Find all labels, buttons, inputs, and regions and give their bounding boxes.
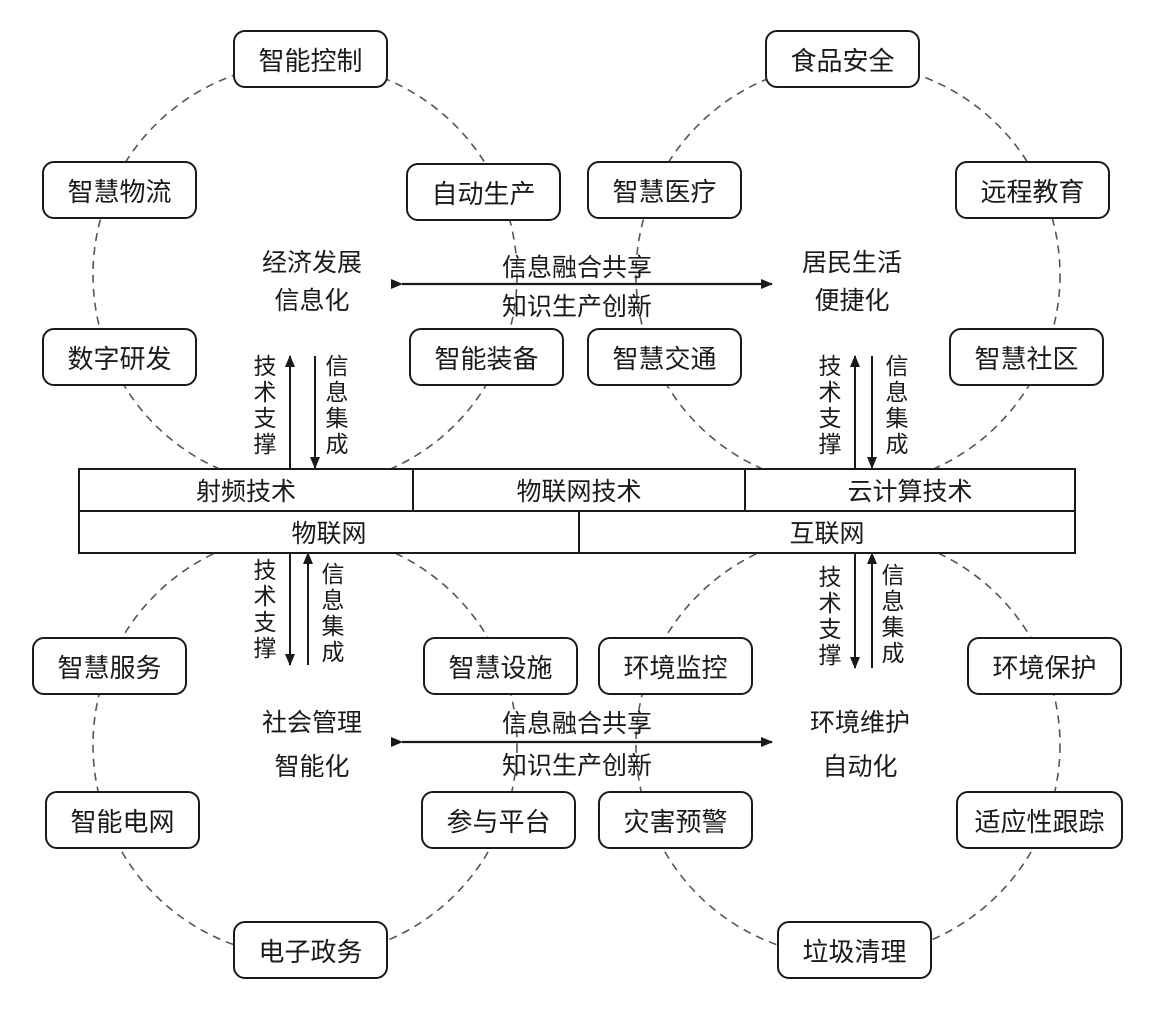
- node-box: 灾害预警: [598, 791, 753, 849]
- integration-label: 信息集成: [881, 563, 905, 667]
- network-cell: 物联网: [291, 519, 367, 548]
- node-box: 环境监控: [598, 637, 753, 695]
- flow-label-top-lower: 知识生产创新: [501, 292, 652, 321]
- node-box: 数字研发: [42, 328, 197, 386]
- node-box: 自动生产: [406, 163, 561, 221]
- node-box: 智慧交通: [587, 328, 742, 386]
- node-box: 智慧社区: [949, 328, 1104, 386]
- tech-cell: 云计算技术: [744, 470, 1074, 510]
- integration-label: 信息集成: [321, 562, 345, 666]
- quadrant-center-label: 环境维护 自动化: [780, 701, 940, 789]
- node-box: 远程教育: [955, 161, 1110, 219]
- node-box: 智能控制: [233, 30, 388, 88]
- node-box: 智慧服务: [32, 637, 187, 695]
- label-line: 信息化: [274, 286, 350, 315]
- label-line: 居民生活: [801, 248, 902, 277]
- quadrant-center-label: 经济发展 信息化: [232, 244, 392, 320]
- label-line: 经济发展: [261, 248, 362, 277]
- node-box: 智能电网: [45, 791, 200, 849]
- network-cell: 互联网: [578, 512, 1074, 552]
- label-line: 环境维护: [809, 708, 910, 737]
- node-box: 食品安全: [765, 30, 920, 88]
- support-label: 技术支撑: [253, 354, 277, 458]
- node-box: 环境保护: [967, 637, 1122, 695]
- quadrant-center-label: 社会管理 智能化: [232, 701, 392, 789]
- node-box: 智慧物流: [42, 161, 197, 219]
- support-label: 技术支撑: [818, 354, 842, 458]
- support-label: 技术支撑: [818, 565, 842, 669]
- label-line: 便捷化: [814, 286, 890, 315]
- label-line: 自动化: [822, 752, 898, 781]
- label-line: 社会管理: [261, 708, 362, 737]
- node-box: 智能装备: [409, 328, 564, 386]
- integration-label: 信息集成: [325, 354, 349, 458]
- flow-label-top-upper: 信息融合共享: [501, 253, 652, 282]
- node-box: 智慧设施: [423, 637, 578, 695]
- node-box: 垃圾清理: [777, 921, 932, 979]
- flow-label-bottom-upper: 信息融合共享: [501, 709, 652, 738]
- tech-cell: 物联网技术: [412, 470, 744, 510]
- support-label: 技术支撑: [253, 558, 277, 662]
- node-box: 智慧医疗: [587, 161, 742, 219]
- integration-label: 信息集成: [885, 354, 909, 458]
- node-box: 电子政务: [233, 921, 388, 979]
- flow-label-bottom-lower: 知识生产创新: [501, 751, 652, 780]
- tech-cell: 射频技术: [195, 477, 296, 506]
- node-box: 参与平台: [421, 791, 576, 849]
- technology-row: 射频技术 物联网技术 云计算技术: [78, 468, 1076, 512]
- quadrant-center-label: 居民生活 便捷化: [772, 244, 932, 320]
- network-row: 物联网 互联网: [78, 510, 1076, 554]
- node-box: 适应性跟踪: [956, 791, 1123, 849]
- label-line: 智能化: [274, 752, 350, 781]
